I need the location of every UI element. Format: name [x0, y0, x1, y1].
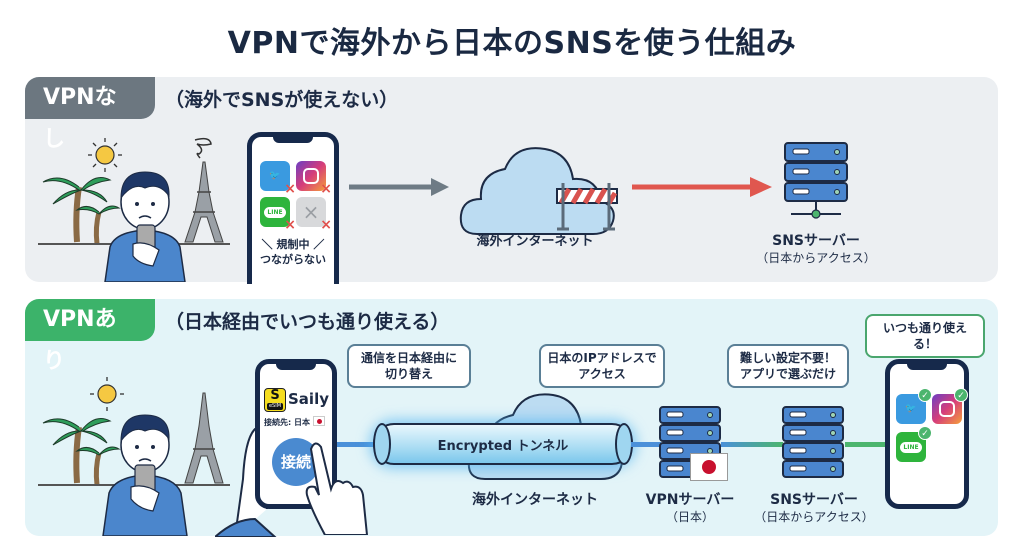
- phone-working: 🐦 ✓ ✓ LINE ✓: [885, 359, 969, 509]
- speech-bubble-route-via-japan: 通信を日本経由に 切り替え: [347, 344, 471, 388]
- internet-cloud-icon: [459, 147, 618, 235]
- eiffel-tower-icon: [184, 161, 224, 243]
- internet-label: 海外インターネット: [476, 234, 594, 249]
- instagram-app-icon: ×: [296, 161, 332, 197]
- twitter-app-icon: 🐦 ✓: [896, 388, 932, 424]
- vpn-server-label: VPNサーバー: [645, 492, 735, 508]
- japan-flag-icon: [313, 416, 325, 426]
- tag-without-vpn: VPNなし: [25, 77, 155, 152]
- connection-line-blue: [337, 442, 387, 447]
- twitter-bird-icon: 🐦: [905, 404, 917, 414]
- traveler-illustration: [38, 377, 230, 536]
- traveler-illustration: [38, 137, 230, 282]
- sns-server-sublabel: （日本からアクセス）: [754, 510, 874, 524]
- japan-flag-icon: [690, 453, 728, 481]
- blocked-x-icon: ×: [320, 181, 332, 197]
- twitter-app-icon: 🐦 ×: [260, 161, 296, 197]
- instagram-camera-icon: [939, 401, 955, 417]
- pointing-hand-icon: [305, 442, 369, 535]
- tunnel-label: Encrypted トンネル: [437, 439, 569, 454]
- speech-bubble-easy-setup: 難しい設定不要！ アプリで選ぶだけ: [727, 344, 849, 388]
- sns-server-icon: [782, 406, 844, 478]
- app-name: Saily: [288, 390, 329, 408]
- sns-server-label: SNSサーバー: [770, 492, 858, 508]
- road-barrier-icon: [556, 183, 618, 231]
- phone-blocked: 🐦 × × LINE × × × ＼ 規制中 ／ つながらない: [247, 132, 339, 284]
- connection-line-green: [845, 442, 903, 447]
- check-icon: ✓: [918, 426, 932, 440]
- vpn-server-sublabel: （日本）: [665, 510, 714, 524]
- saily-logo: S eSIM: [264, 388, 286, 412]
- gray-arrow-icon: [349, 178, 449, 196]
- sns-server-label: SNSサーバー: [772, 233, 860, 249]
- phone-notch: [276, 362, 316, 370]
- tag-with-vpn: VPNあり: [25, 299, 155, 374]
- instagram-camera-icon: [303, 168, 319, 184]
- encrypted-tunnel: Encrypted トンネル: [373, 423, 633, 465]
- speech-bubble-japan-ip: 日本のIPアドレスで アクセス: [539, 344, 665, 388]
- red-arrow-icon: [632, 177, 772, 197]
- palm-tree-icon: [42, 177, 121, 245]
- blocked-x-icon: ×: [284, 181, 296, 197]
- check-icon: ✓: [918, 388, 932, 402]
- phone-caption: ＼ 規制中 ／ つながらない: [260, 238, 326, 266]
- sns-server-sublabel: （日本からアクセス）: [756, 251, 876, 265]
- twitter-bird-icon: 🐦: [269, 171, 281, 181]
- blocked-x-icon: ×: [284, 217, 296, 233]
- panel-with-vpn: VPNあり （日本経由でいつも通り使える）: [25, 299, 998, 537]
- subtitle-without-vpn: （海外でSNSが使えない）: [165, 89, 399, 111]
- speech-bubble-works-as-usual: いつも通り使える！: [865, 314, 985, 358]
- page-title: VPNで海外から日本のSNSを使う仕組み: [227, 26, 797, 61]
- sns-server-icon: [784, 142, 848, 219]
- sun-icon: [90, 377, 124, 411]
- unknown-app-icon: × ×: [296, 197, 332, 233]
- line-app-icon: LINE ✓: [896, 426, 932, 462]
- tunnel-entrance: [373, 423, 391, 465]
- connection-line-gradient: [721, 442, 783, 447]
- phone-notch: [273, 135, 313, 143]
- eiffel-tower-icon: [184, 392, 224, 484]
- phone-notch: [907, 362, 947, 370]
- line-app-icon: LINE ×: [260, 197, 296, 233]
- internet-label: 海外インターネット: [472, 492, 598, 508]
- subtitle-with-vpn: （日本経由でいつも通り使える）: [165, 311, 450, 333]
- connection-line-blue: [631, 442, 661, 447]
- sun-icon: [88, 138, 122, 172]
- confused-swirl-icon: [194, 137, 212, 159]
- person-icon: [102, 414, 188, 536]
- blocked-x-icon: ×: [320, 217, 332, 233]
- connection-destination: 接続先: 日本: [264, 418, 310, 427]
- check-icon: ✓: [954, 388, 968, 402]
- panel-without-vpn: VPNなし （海外でSNSが使えない）: [25, 77, 998, 284]
- person-icon: [104, 171, 186, 282]
- palm-tree-icon: [42, 418, 121, 486]
- instagram-app-icon: ✓: [932, 388, 968, 424]
